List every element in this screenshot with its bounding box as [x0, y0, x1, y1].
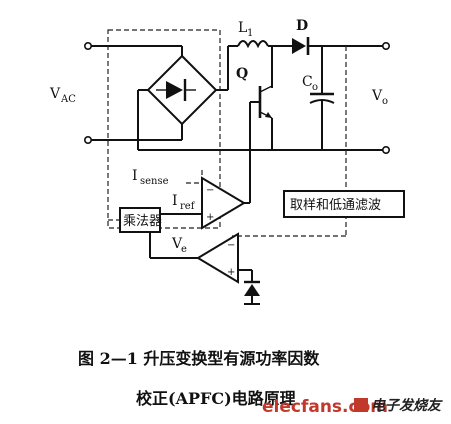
- l1-label: L: [238, 20, 247, 36]
- reference-zener-icon: [244, 280, 260, 305]
- capacitor-co: [309, 46, 335, 150]
- filter-block: [283, 190, 405, 218]
- svg-text:电子发烧友: 电子发烧友: [371, 397, 443, 414]
- iref-sub-label: ref: [180, 201, 196, 212]
- d-label: D: [296, 18, 308, 34]
- watermark-logo: elecfans.com 电子发烧友: [262, 397, 443, 417]
- vac-sub-label: AC: [60, 94, 76, 105]
- co-sub-label: o: [312, 82, 318, 93]
- ve-sub-label: e: [181, 244, 187, 255]
- rectifier-enclosure: [107, 29, 221, 229]
- svg-text:elecfans.com: elecfans.com: [262, 397, 388, 417]
- svg-text:−: −: [227, 240, 235, 251]
- filter-label: 取样和低通滤波: [290, 198, 381, 213]
- vo-label: V: [371, 88, 383, 104]
- switch-q: [249, 46, 273, 176]
- svg-text:+: +: [206, 212, 214, 223]
- svg-text:−: −: [206, 185, 214, 196]
- bottom-rail: [262, 146, 390, 155]
- figure-caption-line1: 图 2—1 升压变换型有源功率因数: [78, 349, 320, 368]
- vo-sub-label: o: [382, 96, 388, 107]
- top-rail: [228, 37, 390, 55]
- voltage-amplifier: − +: [149, 232, 253, 284]
- bridge-diode-icon: [166, 81, 183, 99]
- figure-caption-line2: 校正(APFC)电路原理: [136, 389, 296, 408]
- q-label: Q: [236, 66, 248, 82]
- ve-label: V: [171, 236, 183, 252]
- l1-sub-label: 1: [247, 28, 253, 39]
- iref-label: I: [172, 193, 178, 209]
- diode-d-icon: [292, 38, 306, 54]
- inductor-l1-icon: [237, 40, 269, 49]
- co-label: C: [302, 74, 313, 90]
- isense-label: I: [132, 168, 138, 184]
- current-amplifier: − +: [201, 176, 251, 230]
- isense-sub-label: sense: [140, 176, 169, 187]
- svg-text:+: +: [227, 267, 235, 278]
- multiplier-label: 乘法器: [123, 214, 162, 229]
- vac-label: V: [49, 86, 61, 102]
- bridge-rectifier: [137, 46, 262, 151]
- ac-input-terminals: [84, 41, 182, 145]
